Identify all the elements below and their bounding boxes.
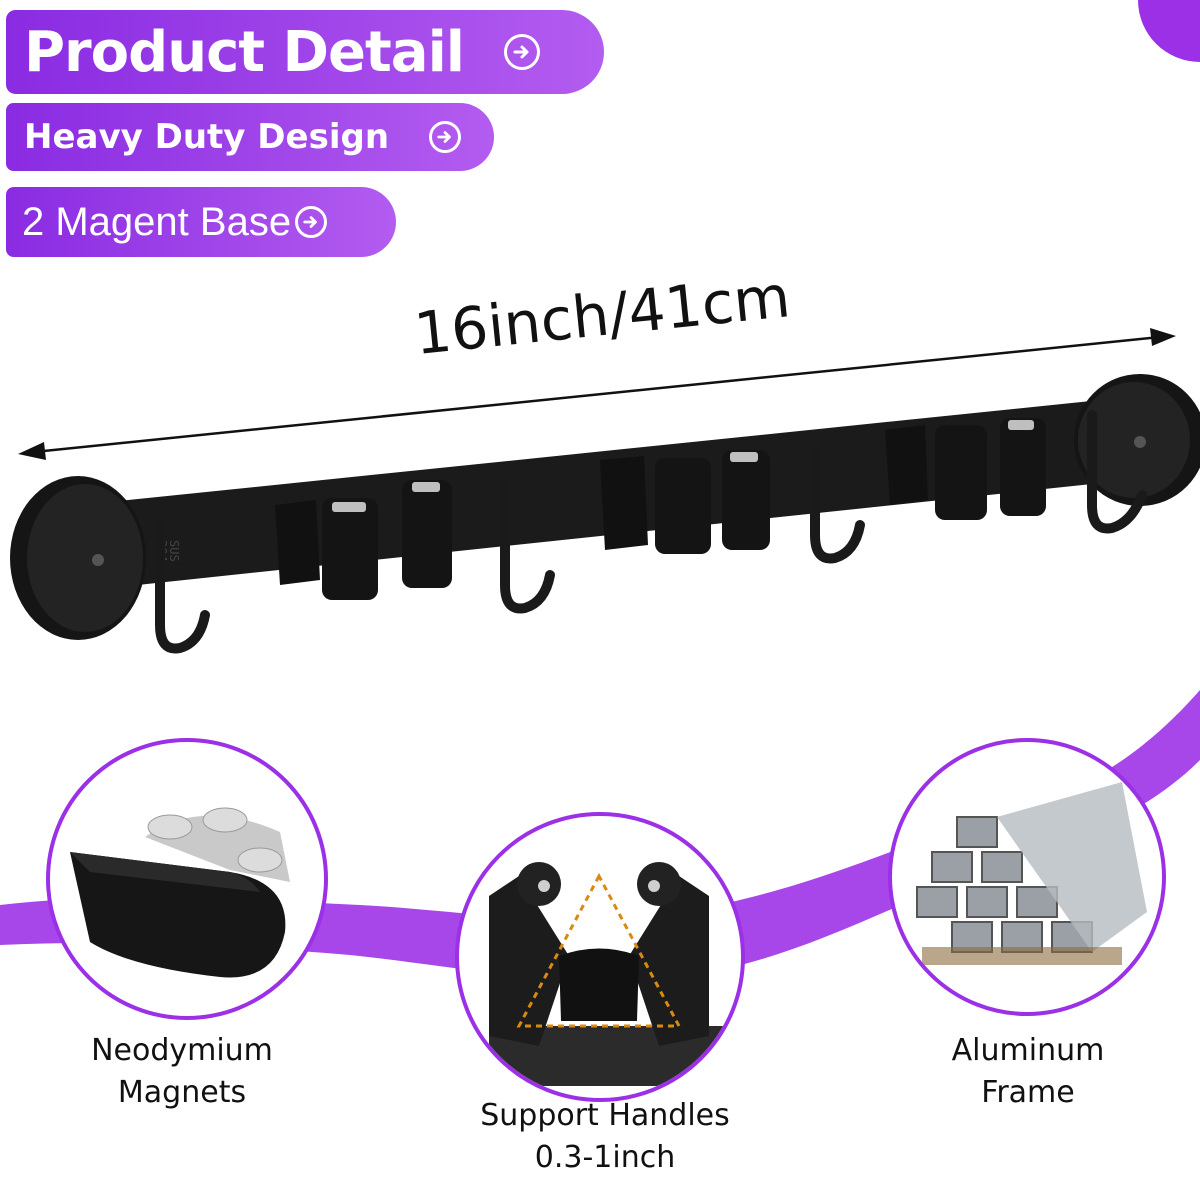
product-detail-banner: Product Detail xyxy=(6,10,604,94)
caption-line: Magnets xyxy=(117,1075,247,1110)
arrow-right-circle-icon xyxy=(503,34,540,70)
banner-title: Product Detail xyxy=(24,19,465,85)
dimension-arrow xyxy=(18,328,1176,460)
hook-4 xyxy=(1087,410,1147,534)
feature-circle-aluminum xyxy=(888,738,1166,1016)
feature-circle-magnets xyxy=(46,738,328,1020)
arrow-right-circle-icon xyxy=(429,121,462,153)
caption-line: Neodymium xyxy=(91,1033,273,1068)
caption-line: 0.3-1inch xyxy=(534,1140,676,1175)
sus-stamp-1: SUS xyxy=(167,540,181,562)
magnet-base-right xyxy=(1074,374,1200,506)
clamp-group-3 xyxy=(885,418,1046,520)
support-handles-image xyxy=(489,862,739,1086)
neodymium-magnet-image xyxy=(70,807,290,978)
caption-line: Frame xyxy=(981,1075,1075,1110)
clamp-group-2 xyxy=(600,450,770,554)
tool-holder-illustration: SUS 304 xyxy=(10,374,1200,654)
feature-pill-heavy-duty: Heavy Duty Design xyxy=(6,103,494,171)
hook-3 xyxy=(810,443,865,564)
hook-1 xyxy=(155,515,210,654)
feature-label: Heavy Duty Design xyxy=(24,117,390,157)
feature-label: 2 Magent Base xyxy=(22,199,292,244)
corner-blob xyxy=(1138,0,1200,62)
caption-line: Aluminum xyxy=(951,1033,1105,1068)
feature-caption-aluminum: Aluminum Frame xyxy=(880,1030,1176,1114)
magnet-base-left xyxy=(10,476,146,640)
hook-2 xyxy=(500,475,555,614)
aluminum-frame-image xyxy=(916,782,1147,965)
clamp-group-1 xyxy=(275,480,452,600)
feature-caption-handles: Support Handles 0.3-1inch xyxy=(440,1095,770,1179)
feature-pill-magnet-base: 2 Magent Base xyxy=(6,187,396,257)
feature-caption-magnets: Neodymium Magnets xyxy=(40,1030,324,1114)
feature-circle-handles xyxy=(455,812,745,1102)
arrow-right-circle-icon xyxy=(295,206,328,238)
caption-line: Support Handles xyxy=(480,1098,730,1133)
